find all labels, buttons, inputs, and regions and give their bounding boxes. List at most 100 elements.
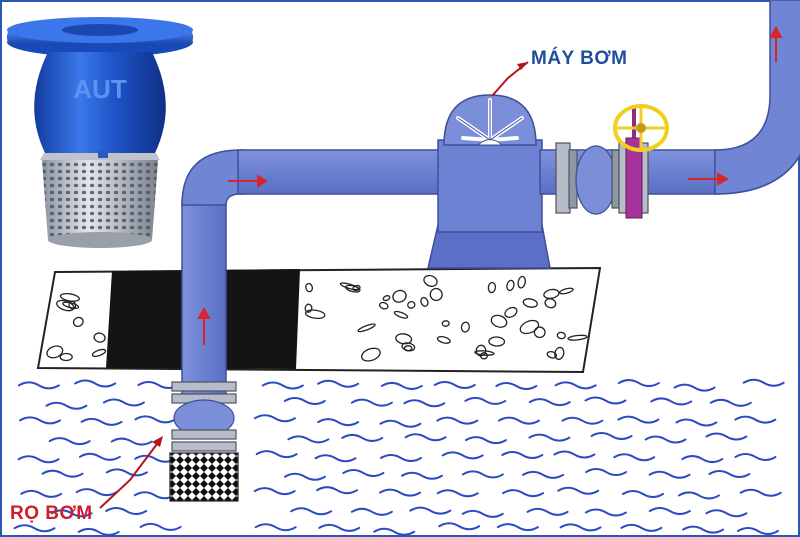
water-wave (287, 435, 330, 444)
pebble (488, 336, 506, 347)
pebble (378, 301, 389, 310)
water-wave (650, 397, 693, 406)
water-wave (677, 491, 720, 500)
pebble (517, 275, 526, 289)
pebble (546, 350, 558, 359)
pebble (441, 320, 450, 327)
water-wave (254, 523, 297, 532)
water-wave (621, 489, 664, 498)
water-wave (314, 454, 357, 463)
water-wave (590, 432, 633, 441)
water-wave (436, 416, 479, 425)
strainer-mesh (169, 452, 239, 502)
pebble (474, 350, 495, 356)
water-wave (380, 381, 423, 390)
pebble (554, 346, 565, 360)
flow-arrow-icon (197, 25, 783, 345)
water-wave (350, 507, 393, 516)
water-wave (373, 527, 416, 536)
pebble (395, 333, 413, 345)
pebble (72, 316, 84, 327)
water-wave (253, 487, 296, 496)
pebble (304, 309, 326, 320)
water-wave (584, 396, 627, 405)
water-wave (139, 522, 182, 531)
water-wave (644, 435, 687, 444)
water-wave (675, 418, 718, 427)
water-wave (528, 433, 571, 442)
pebble (522, 298, 538, 308)
water-wave (404, 433, 447, 442)
ground-slab (36, 266, 602, 374)
water-surface (13, 378, 785, 536)
pebble (543, 288, 560, 299)
pebble (423, 274, 438, 287)
pebble (304, 303, 313, 313)
water-wave (461, 470, 504, 479)
pebble (460, 321, 470, 333)
water-wave (739, 488, 782, 497)
pebble (556, 331, 566, 340)
water-wave (559, 523, 602, 532)
water-wave (342, 468, 385, 477)
water-wave (341, 433, 384, 442)
water-wave (317, 379, 360, 388)
water-wave (438, 522, 481, 531)
pump-body (427, 94, 551, 269)
pebble (519, 319, 540, 335)
water-wave (379, 419, 422, 428)
water-wave (401, 471, 444, 480)
water-wave (708, 470, 751, 479)
pebble (533, 326, 546, 339)
water-wave (681, 455, 724, 464)
pump-label: MÁY BƠM (531, 48, 628, 69)
water-wave (742, 378, 785, 387)
water-wave (526, 507, 569, 516)
water-wave (522, 470, 565, 479)
water-wave (436, 489, 479, 498)
water-wave (461, 509, 504, 518)
water-wave (41, 469, 84, 478)
water-wave (403, 399, 446, 408)
pebble (305, 282, 314, 293)
water-wave (78, 452, 121, 461)
water-wave (255, 450, 298, 459)
water-wave (617, 379, 660, 388)
embossed-brand: AUT (73, 74, 127, 104)
water-wave (133, 491, 176, 500)
water-wave (705, 432, 748, 441)
water-wave (379, 453, 422, 462)
water-wave (709, 398, 752, 407)
water-wave (734, 452, 777, 461)
pebble (429, 287, 443, 302)
suction-flanges (171, 381, 237, 452)
water-wave (379, 488, 422, 497)
pebble (403, 345, 413, 352)
suction-pipe (181, 149, 444, 401)
water-wave (134, 415, 177, 424)
water-wave (105, 506, 148, 515)
water-wave (317, 418, 360, 427)
water-wave (253, 414, 296, 423)
water-wave (102, 398, 145, 407)
water-wave (19, 416, 62, 425)
water-wave (105, 468, 148, 477)
water-wave (553, 450, 596, 459)
pebble (487, 281, 497, 294)
water-wave (497, 416, 540, 425)
water-wave (261, 381, 304, 390)
water-wave (134, 454, 177, 463)
water-wave (496, 523, 539, 532)
water-wave (464, 436, 507, 445)
water-wave (48, 437, 91, 446)
water-wave (502, 489, 545, 498)
water-wave (110, 437, 153, 446)
water-wave (80, 417, 123, 426)
water-wave (561, 416, 604, 425)
water-wave (554, 381, 597, 390)
water-wave (557, 486, 600, 495)
leader-lines (99, 61, 529, 509)
